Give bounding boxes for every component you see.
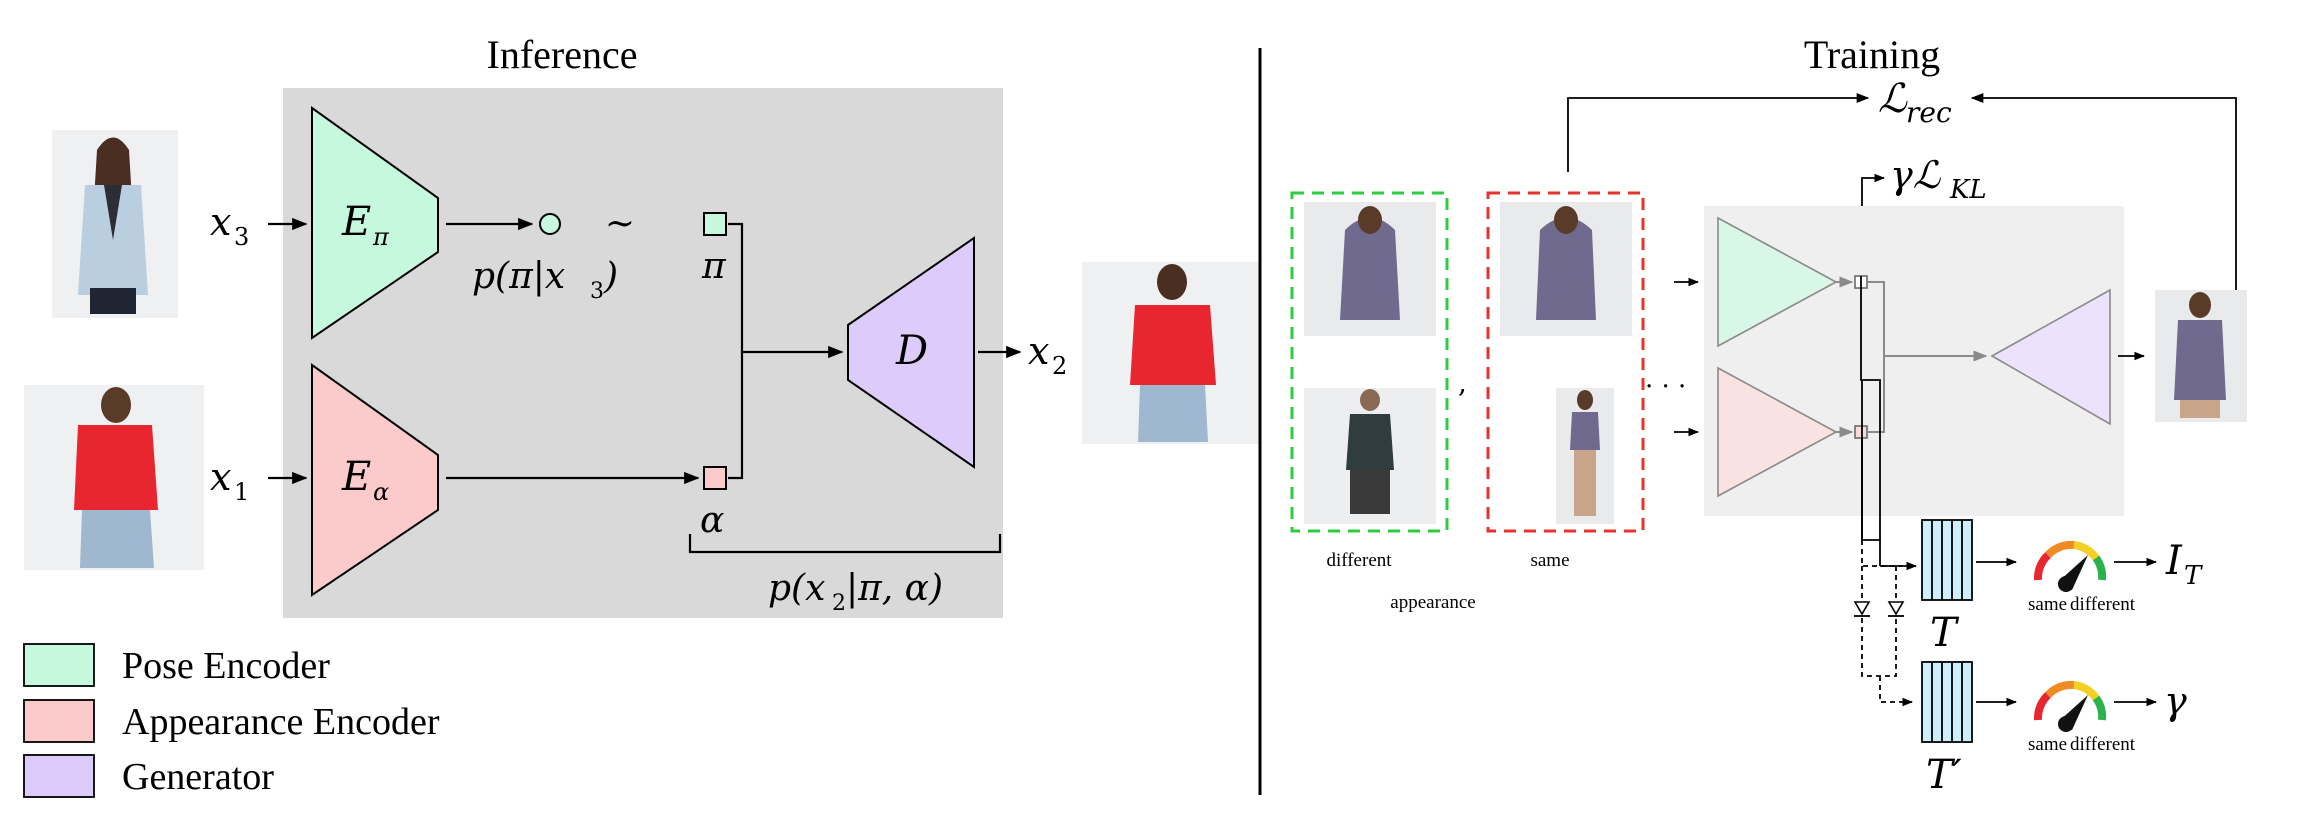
legend: Pose Encoder Appearance Encoder Generato… <box>23 643 440 798</box>
legend-item-pose: Pose Encoder <box>23 643 330 687</box>
svg-text:γℒ: γℒ <box>1890 153 1942 197</box>
sim-symbol: ∼ <box>605 203 635 244</box>
svg-text:T: T <box>2184 561 2203 591</box>
train-output-image <box>2155 290 2247 422</box>
svg-text:E: E <box>341 199 371 245</box>
svg-text:Generator: Generator <box>122 756 274 798</box>
generator: D <box>847 236 975 469</box>
alpha-latent <box>703 466 727 490</box>
bracket-likelihood <box>688 534 1002 554</box>
tensor-t <box>1921 519 1973 601</box>
train-generator <box>1990 288 2111 426</box>
group-different <box>1290 191 1449 533</box>
train-appearance-encoder <box>1717 366 1838 498</box>
legend-item-appearance: Appearance Encoder <box>23 699 440 743</box>
svg-text:KL: KL <box>1949 175 1987 205</box>
tensor-t-prime-label: T′ <box>1926 752 1962 798</box>
pose-distribution-node <box>539 213 561 235</box>
pair-comma: , <box>1458 366 1467 399</box>
route-dashed-t-prime <box>1861 618 1897 677</box>
route-dashed-t <box>1861 540 1902 567</box>
alpha-label: α <box>700 500 724 541</box>
output-gamma-label: γ <box>2164 679 2187 723</box>
svg-text:Appearance Encoder: Appearance Encoder <box>122 701 440 743</box>
gauge1-different: different <box>2070 594 2136 615</box>
tensor-t-prime <box>1921 661 1973 743</box>
gauge-icon-2 <box>2033 680 2107 732</box>
pose-distribution-label: p(π|x 3 ) <box>472 256 618 304</box>
input-image-x1 <box>24 385 204 570</box>
svg-text:2: 2 <box>1052 352 1067 380</box>
appearance-encoder: E α <box>311 363 439 597</box>
gauge2-same: same <box>2028 734 2067 755</box>
image-same-bottom <box>1556 388 1614 524</box>
gauge2-different: different <box>2070 734 2136 755</box>
svg-text:x: x <box>210 200 231 244</box>
training-panel: Training ℒ rec γℒ KL different , <box>1290 32 2247 798</box>
switch-symbol-2 <box>1887 601 1905 617</box>
appearance-caption: appearance <box>1390 592 1475 613</box>
inference-panel: Inference x 3 x 1 E <box>24 32 1260 618</box>
x1-label: x 1 <box>210 455 249 506</box>
svg-text:π: π <box>372 223 390 251</box>
image-same-top <box>1500 202 1632 336</box>
svg-text:E: E <box>341 454 371 500</box>
svg-text:3: 3 <box>590 279 604 304</box>
input-image-x3 <box>52 130 178 318</box>
x2-label: x 2 <box>1028 329 1067 380</box>
inference-title: Inference <box>487 32 638 77</box>
svg-text:2: 2 <box>832 591 846 616</box>
legend-item-generator: Generator <box>23 754 274 798</box>
route-dashed-t-prime-2 <box>1879 676 1914 707</box>
arrow-rec-left <box>1567 92 1870 172</box>
same-caption: same <box>1530 550 1569 571</box>
svg-text:|π, α): |π, α) <box>846 568 943 609</box>
svg-text:x: x <box>1028 329 1049 373</box>
gauge1-same: same <box>2028 594 2067 615</box>
image-different-top <box>1304 202 1436 336</box>
different-caption: different <box>1326 550 1392 571</box>
svg-text:D: D <box>895 328 928 374</box>
svg-text:ℒ: ℒ <box>1878 76 1908 122</box>
svg-text:Pose Encoder: Pose Encoder <box>122 645 330 687</box>
train-alpha-latent <box>1854 425 1868 439</box>
svg-text:p(π|x: p(π|x <box>472 256 565 297</box>
svg-text:1: 1 <box>234 478 249 506</box>
switch-symbol-1 <box>1853 601 1871 617</box>
pi-label: π <box>701 246 727 287</box>
svg-text:I: I <box>2165 538 2183 584</box>
svg-text:3: 3 <box>234 223 249 251</box>
likelihood-label: p(x 2 |π, α) <box>768 568 943 616</box>
svg-text:rec: rec <box>1906 96 1952 129</box>
training-title: Training <box>1804 32 1940 77</box>
arrow-rec-right <box>1970 92 2237 290</box>
svg-text:): ) <box>603 256 618 297</box>
output-it-label: I T <box>2165 538 2203 591</box>
tensor-t-label: T <box>1930 610 1960 656</box>
svg-text:x: x <box>210 455 231 499</box>
pose-encoder: E π <box>311 106 439 340</box>
image-different-bottom <box>1304 388 1436 524</box>
ellipsis: · · · <box>1645 372 1686 402</box>
output-image-x2 <box>1082 262 1260 444</box>
group-same <box>1486 191 1645 533</box>
pi-latent <box>703 212 727 236</box>
svg-text:p(x: p(x <box>768 568 825 609</box>
loss-rec-label: ℒ rec <box>1878 76 1952 129</box>
loss-kl-label: γℒ KL <box>1890 153 1987 205</box>
train-pose-encoder <box>1717 216 1838 348</box>
svg-text:α: α <box>373 478 389 506</box>
x3-label: x 3 <box>210 200 249 251</box>
gauge-icon-1 <box>2033 540 2107 592</box>
